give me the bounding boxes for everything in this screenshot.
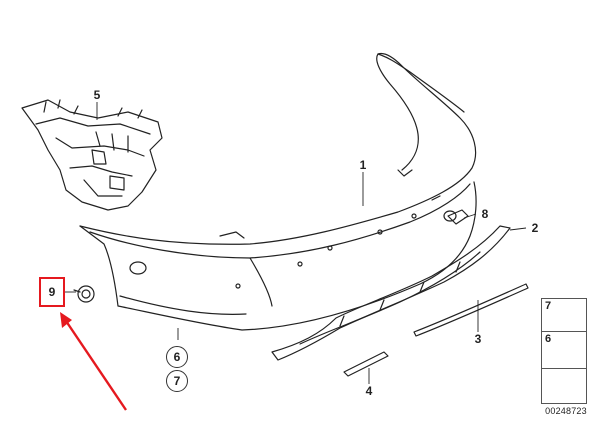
legend-cell-1: 7: [542, 299, 586, 332]
legend-number-2: 6: [545, 333, 552, 345]
cap-drawing: [73, 285, 95, 303]
legend-number-1: 7: [545, 300, 552, 312]
legend-cell-2: 6: [542, 332, 586, 369]
ring-callout-7: 7: [166, 370, 188, 392]
highlight-box-cap: 9: [39, 277, 65, 307]
callout-moulding: 3: [474, 332, 482, 346]
callout-reflector: 4: [365, 384, 373, 398]
leader-lines: [64, 102, 527, 384]
red-pointer-arrow: [60, 312, 127, 411]
bracket-drawing: [21, 99, 163, 211]
callout-lower-trim: 2: [531, 221, 539, 235]
callout-cap: 9: [48, 285, 56, 299]
reflector-drawing: [343, 351, 389, 377]
bumper-drawing: [79, 52, 477, 331]
callout-bumper: 1: [359, 158, 367, 172]
moulding-drawing: [413, 283, 529, 337]
callout-bracket: 5: [93, 88, 101, 102]
legend-box: 7 6: [541, 298, 587, 404]
lower-trim-drawing: [271, 225, 511, 361]
callout-tow-eye-cover: 8: [481, 207, 489, 221]
document-id: 00248723: [545, 406, 587, 416]
ring-callout-6: 6: [166, 346, 188, 368]
tow-eye-cover-drawing: [447, 209, 469, 225]
